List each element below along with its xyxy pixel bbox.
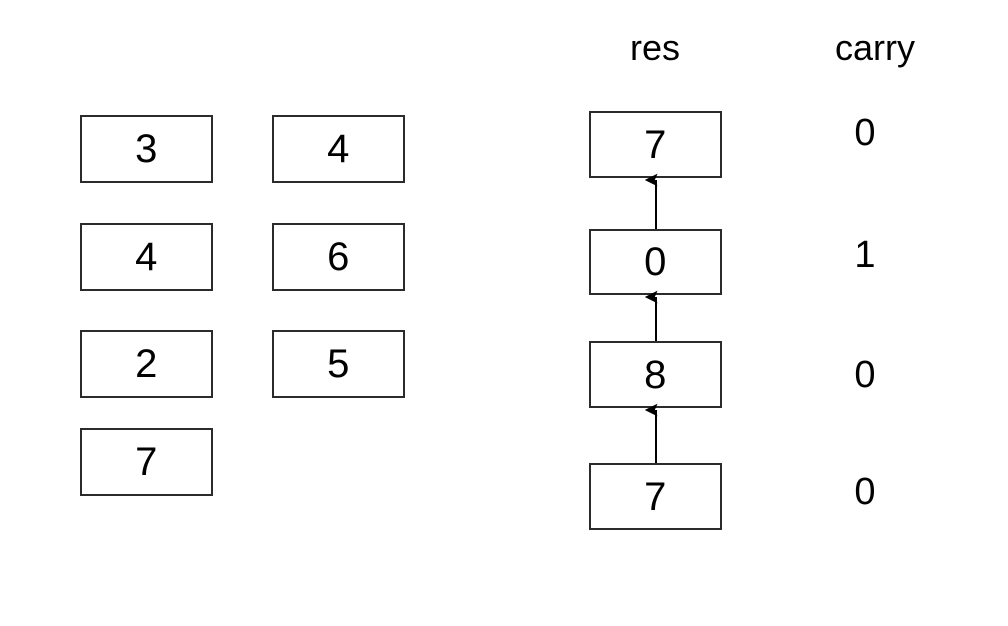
carry-value-1: 1 (854, 234, 876, 276)
input-list-1-node-0: 3 (80, 115, 213, 183)
input-list-1-node-3: 7 (80, 428, 213, 496)
input-list-2-node-2: 5 (272, 330, 405, 398)
input-list-2-node-0: 4 (272, 115, 405, 183)
input-list-2-node-1: 6 (272, 223, 405, 291)
carry-value-0: 0 (854, 112, 876, 154)
res-node-2: 8 (589, 341, 722, 408)
input-list-1-node-2: 2 (80, 330, 213, 398)
carry-value-2: 0 (854, 354, 876, 396)
res-node-0: 7 (589, 111, 722, 178)
column-header-res: res (629, 27, 680, 68)
carry-value-3: 0 (854, 471, 876, 513)
column-header-carry: carry (835, 27, 915, 68)
res-node-3: 7 (589, 463, 722, 530)
res-node-1: 0 (589, 229, 722, 295)
input-list-1-node-1: 4 (80, 223, 213, 291)
